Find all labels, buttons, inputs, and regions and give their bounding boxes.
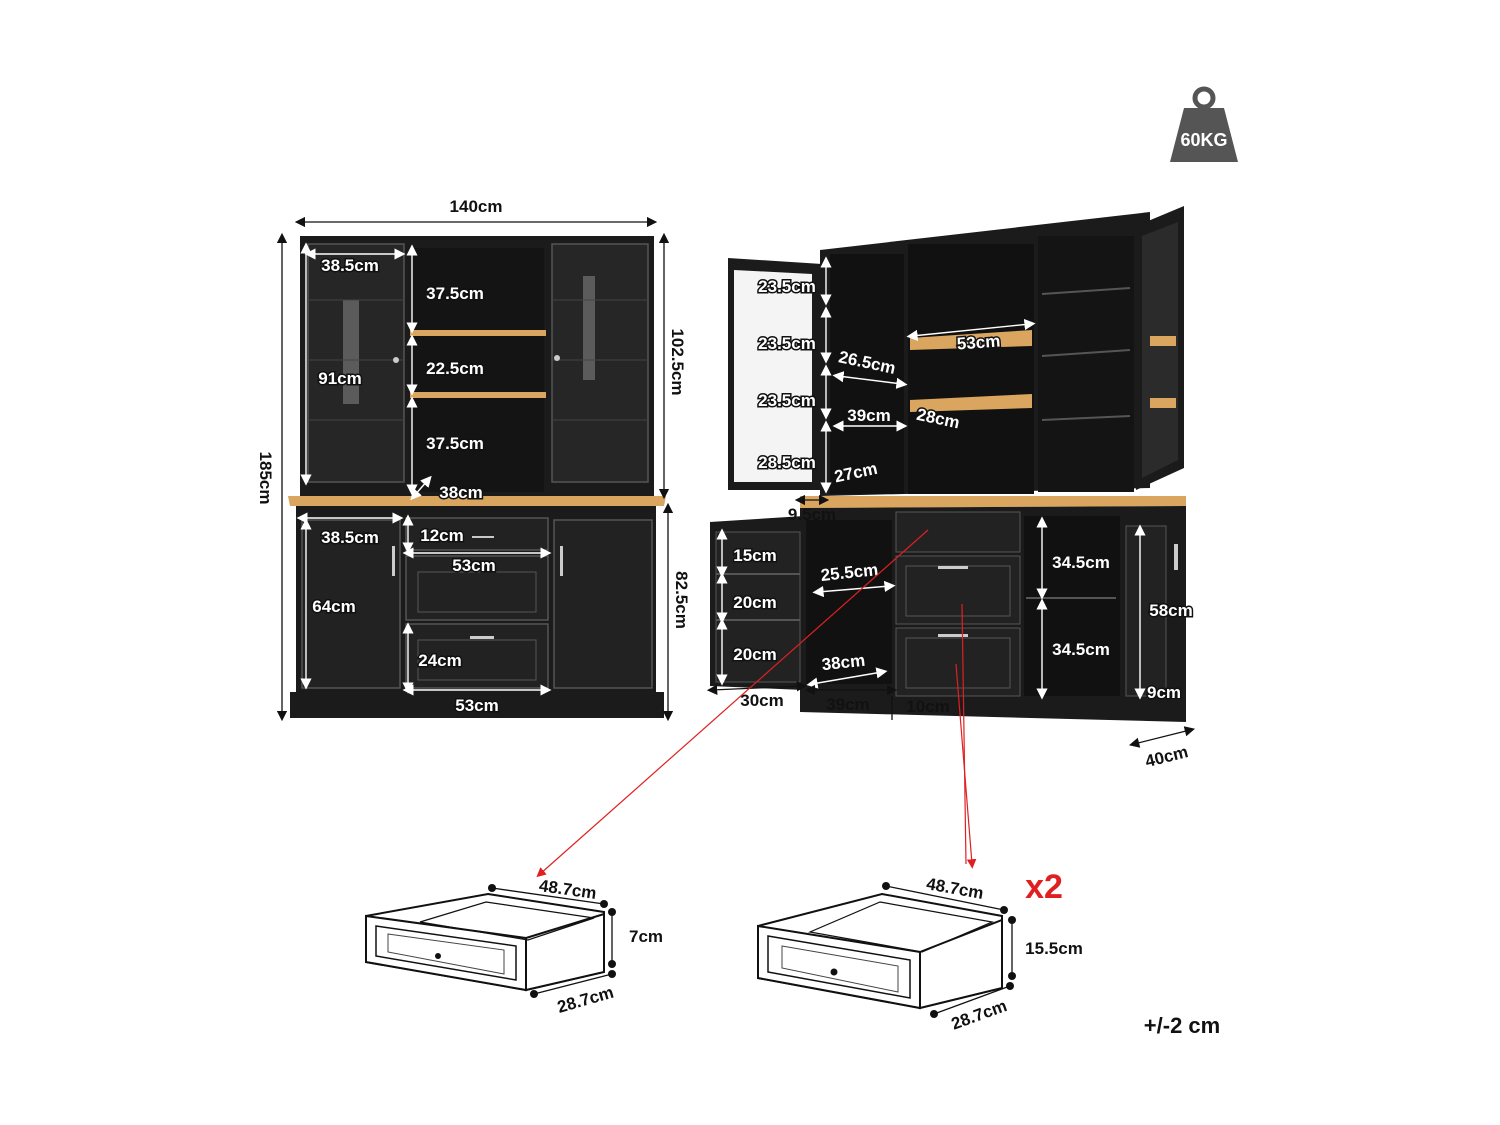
pointer-lines	[536, 529, 977, 878]
right-door-height-label: 58cm	[1149, 601, 1192, 620]
counter-gap-label: 9.5cm	[788, 505, 836, 524]
door-shelf-2-label: 20cm	[733, 593, 776, 612]
perspective-view: 23.5cm 23.5cm 23.5cm 28.5cm 26.5cm 39cm …	[706, 206, 1196, 771]
counter-depth-gap-label: 38cm	[439, 483, 482, 502]
drawer-small: 48.7cm 7cm 28.7cm	[365, 876, 663, 1017]
base-door-height-label: 64cm	[312, 597, 355, 616]
drawer-width-bottom-label: 53cm	[455, 696, 498, 715]
weight-icon: 60KG	[1170, 86, 1238, 162]
drawer-large-height-label: 15.5cm	[1025, 939, 1083, 958]
right-shelf-2-label: 34.5cm	[1052, 640, 1110, 659]
hutch-shelf-2-label: 23.5cm	[758, 334, 816, 353]
left-door-width-label: 38.5cm	[321, 256, 379, 275]
right-door-depth-label: 9cm	[1147, 683, 1181, 702]
drawer-small-depth-label: 28.7cm	[555, 983, 616, 1017]
right-shelf-1-label: 34.5cm	[1052, 553, 1110, 572]
multiplier-label: x2	[1025, 868, 1063, 906]
drawer-gap-label: 10cm	[906, 697, 949, 716]
top-drawer-height-label: 12cm	[420, 526, 463, 545]
overall-width-label: 140cm	[450, 197, 503, 216]
front-view: 140cm 185cm 102.5cm 82.5cm 38.5cm 91cm 3…	[256, 197, 691, 722]
overall-height-label: 185cm	[256, 452, 275, 505]
drawer-small-height-label: 7cm	[629, 927, 663, 946]
base-height-label: 82.5cm	[672, 571, 691, 629]
base-door-width-label: 38.5cm	[321, 528, 379, 547]
middle-shelf-top-label: 37.5cm	[426, 284, 484, 303]
door-depth-label: 30cm	[740, 691, 783, 710]
door-shelf-1-label: 15cm	[733, 546, 776, 565]
hutch-shelf-1-label: 23.5cm	[758, 277, 816, 296]
drawer-large-depth-label: 28.7cm	[949, 996, 1010, 1034]
tolerance-label: +/-2 cm	[1144, 1013, 1220, 1038]
drawer-small-width-label: 48.7cm	[538, 876, 598, 903]
hutch-height-label: 102.5cm	[668, 328, 687, 395]
bottom-drawer-height-label: 24cm	[418, 651, 461, 670]
door-height-label: 91cm	[318, 369, 361, 388]
base-inner-width-label: 39cm	[826, 695, 869, 714]
middle-shelf-bottom-label: 37.5cm	[426, 434, 484, 453]
hutch-shelf-3-label: 23.5cm	[758, 391, 816, 410]
hutch-shelf-4-label: 28.5cm	[758, 453, 816, 472]
overall-depth-label: 40cm	[1143, 742, 1190, 771]
weight-label: 60KG	[1180, 130, 1227, 150]
drawer-width-top-label: 53cm	[452, 556, 495, 575]
drawer-large-width-label: 48.7cm	[925, 874, 985, 903]
door-shelf-3-label: 20cm	[733, 645, 776, 664]
middle-shelf-mid-label: 22.5cm	[426, 359, 484, 378]
center-width-label: 53cm	[956, 332, 1001, 354]
shelf-width-inner-label: 39cm	[847, 406, 890, 425]
